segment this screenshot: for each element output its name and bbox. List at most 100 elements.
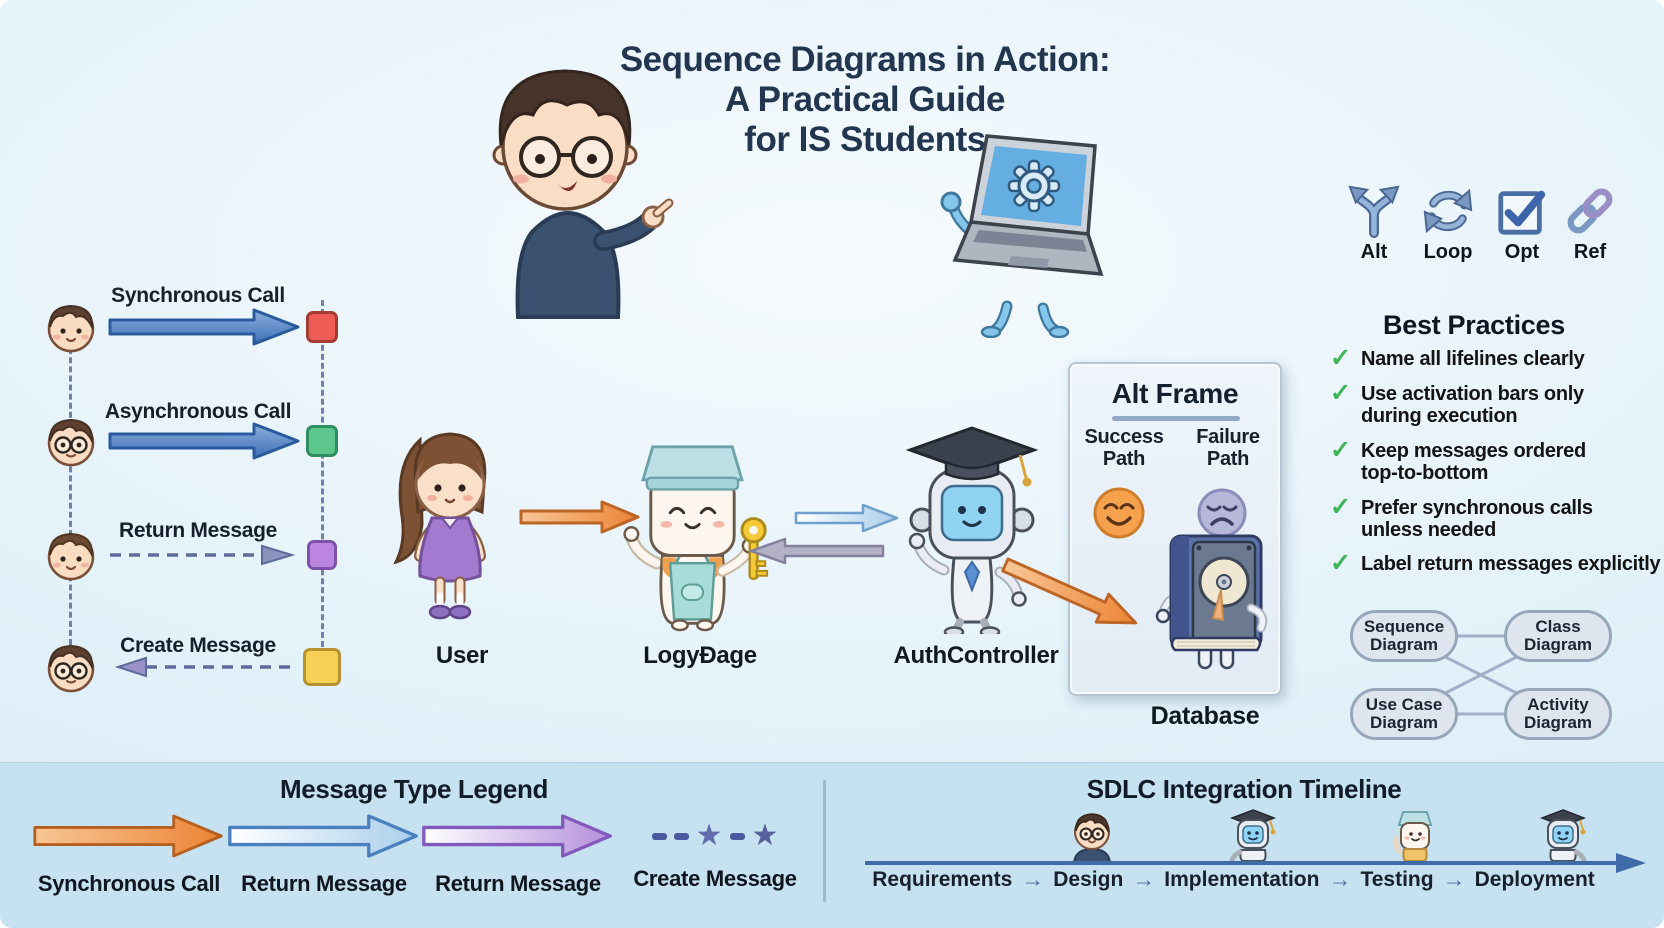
message-type-label: Create Message: [120, 634, 276, 657]
gear-icon: [1007, 159, 1061, 213]
fragment-opt: Opt: [1492, 182, 1552, 264]
fragment-opt-label: Opt: [1504, 241, 1540, 263]
timeline-implementation-character: [1229, 809, 1277, 862]
dash-icon: [729, 832, 745, 840]
legend-create-dash-star: ★ ★: [612, 810, 818, 862]
map-node-use-case-diagram: Use Case Diagram: [1350, 688, 1458, 740]
best-practice-text: Prefer synchronous calls unless needed: [1360, 496, 1593, 541]
best-practice-item: ✓ Name all lifelines clearly: [1330, 344, 1664, 372]
timeline-stage-label: Implementation: [1164, 867, 1320, 891]
return-message-arrow: [110, 544, 296, 566]
best-practices-heading: Best Practices: [1383, 310, 1565, 340]
failure-path-label: Failure Path: [1196, 426, 1260, 470]
fragment-loop-label: Loop: [1423, 241, 1473, 263]
fragment-alt-label: Alt: [1360, 241, 1388, 263]
timeline-stages: Requirements → Design → Implementation →…: [826, 866, 1641, 893]
legend-heading: Message Type Legend: [280, 774, 548, 804]
check-icon: ✓: [1330, 492, 1351, 521]
alt-frame-underline: [1112, 416, 1240, 421]
message-type-label: Asynchronous Call: [104, 400, 292, 423]
laptop-mascot: [940, 134, 1104, 338]
best-practice-item: ✓ Prefer synchronous calls unless needed: [1330, 492, 1664, 542]
dash-icon: [651, 832, 667, 840]
sender-face: [47, 532, 95, 581]
fragment-alt: Alt: [1344, 182, 1404, 264]
activation-marker-green: [306, 425, 338, 457]
title-line-1: Sequence Diagrams in Action:: [619, 40, 1111, 79]
check-icon: ✓: [1330, 549, 1351, 578]
legend-return-purple-arrow: [422, 814, 612, 858]
timeline-deployment-character: [1539, 809, 1587, 862]
alt-frame-title: Alt Frame: [1111, 378, 1239, 409]
timeline-axis-arrow: [865, 853, 1646, 873]
actor-label-authcontroller: AuthController: [893, 642, 1059, 669]
arrow-right-icon: →: [1132, 866, 1156, 892]
fragment-ref: Ref: [1560, 182, 1620, 264]
actor-label-user: User: [435, 642, 489, 669]
chain-link-icon: [1567, 188, 1613, 234]
legend-item: Synchronous Call: [26, 810, 232, 897]
legend-item-label: Synchronous Call: [37, 871, 221, 896]
best-practice-text: Name all lifelines clearly: [1360, 348, 1585, 370]
actor-label-database: Database: [1150, 702, 1260, 730]
legend-item-label: Return Message: [241, 871, 407, 896]
fragment-ref-label: Ref: [1573, 241, 1607, 263]
graduation-cap-icon: [905, 426, 1039, 487]
best-practice-text: Keep messages ordered top-to-bottom: [1360, 439, 1586, 485]
best-practices-list: ✓ Name all lifelines clearly ✓ Use activ…: [1330, 344, 1664, 588]
sender-face: [47, 418, 95, 467]
activation-marker-red: [306, 311, 338, 343]
arrow-right-icon: →: [1442, 866, 1466, 892]
star-icon: ★: [751, 819, 779, 852]
best-practice-text: Use activation bars only during executio…: [1360, 383, 1584, 428]
legend-synchronous-arrow: [33, 814, 223, 858]
title-line-2: A Practical Guide: [724, 79, 1006, 119]
legend-return-blue-arrow: [228, 814, 418, 858]
fragment-loop: Loop: [1418, 182, 1478, 264]
best-practice-text: Label return messages explicitly: [1360, 553, 1661, 576]
success-smiley-icon: [1093, 487, 1145, 539]
timeline-stage-label: Deployment: [1474, 867, 1595, 891]
logydage-to-auth-arrow: [794, 503, 899, 533]
authcontroller-character: [905, 426, 1039, 634]
legend-item: Return Message: [221, 810, 427, 897]
best-practice-item: ✓ Label return messages explicitly: [1330, 549, 1664, 578]
legend-item: Return Message: [415, 810, 621, 897]
title-line-3: for IS Students: [744, 119, 986, 159]
activation-marker-purple: [307, 540, 337, 570]
message-type-label: Synchronous Call: [111, 284, 285, 307]
best-practice-item: ✓ Keep messages ordered top-to-bottom: [1330, 435, 1664, 485]
legend-item: ★ ★ Create Message: [612, 810, 818, 892]
receiver-lifeline: [321, 300, 324, 656]
timeline-stage-label: Requirements: [872, 867, 1013, 891]
branch-arrows-icon: [1348, 185, 1400, 238]
auth-to-database-arrow: [1001, 557, 1138, 625]
check-icon: ✓: [1330, 379, 1351, 407]
alt-frame-panel: Alt Frame Success Path Failure Path: [1068, 362, 1282, 696]
check-icon: ✓: [1330, 344, 1351, 372]
auth-to-logydage-return-arrow: [749, 537, 885, 565]
sender-face: [47, 644, 95, 693]
map-node-activity-diagram: Activity Diagram: [1504, 688, 1612, 740]
asynchronous-call-arrow: [108, 422, 300, 460]
check-icon: ✓: [1330, 435, 1351, 464]
success-path-label: Success Path: [1084, 426, 1164, 470]
checkbox-icon: [1498, 190, 1546, 235]
band-divider: [823, 780, 826, 902]
create-message-arrow: [114, 656, 298, 678]
timeline-stage-label: Testing: [1360, 867, 1434, 891]
star-icon: ★: [695, 819, 723, 852]
map-node-class-diagram: Class Diagram: [1504, 610, 1612, 662]
disk-platter-icon: [1198, 556, 1250, 622]
teacher-character: [492, 69, 674, 319]
actor-label-logydage: LogyÐage: [643, 642, 757, 669]
map-node-sequence-diagram: Sequence Diagram: [1350, 610, 1458, 662]
user-character: [393, 432, 487, 620]
timeline-design-character: [1072, 813, 1112, 862]
arrow-right-icon: →: [1328, 866, 1352, 892]
database-character: [1155, 534, 1268, 670]
dash-icon: [673, 832, 689, 840]
sdlc-heading: SDLC Integration Timeline: [1086, 774, 1402, 804]
message-type-label: Return Message: [118, 519, 278, 542]
